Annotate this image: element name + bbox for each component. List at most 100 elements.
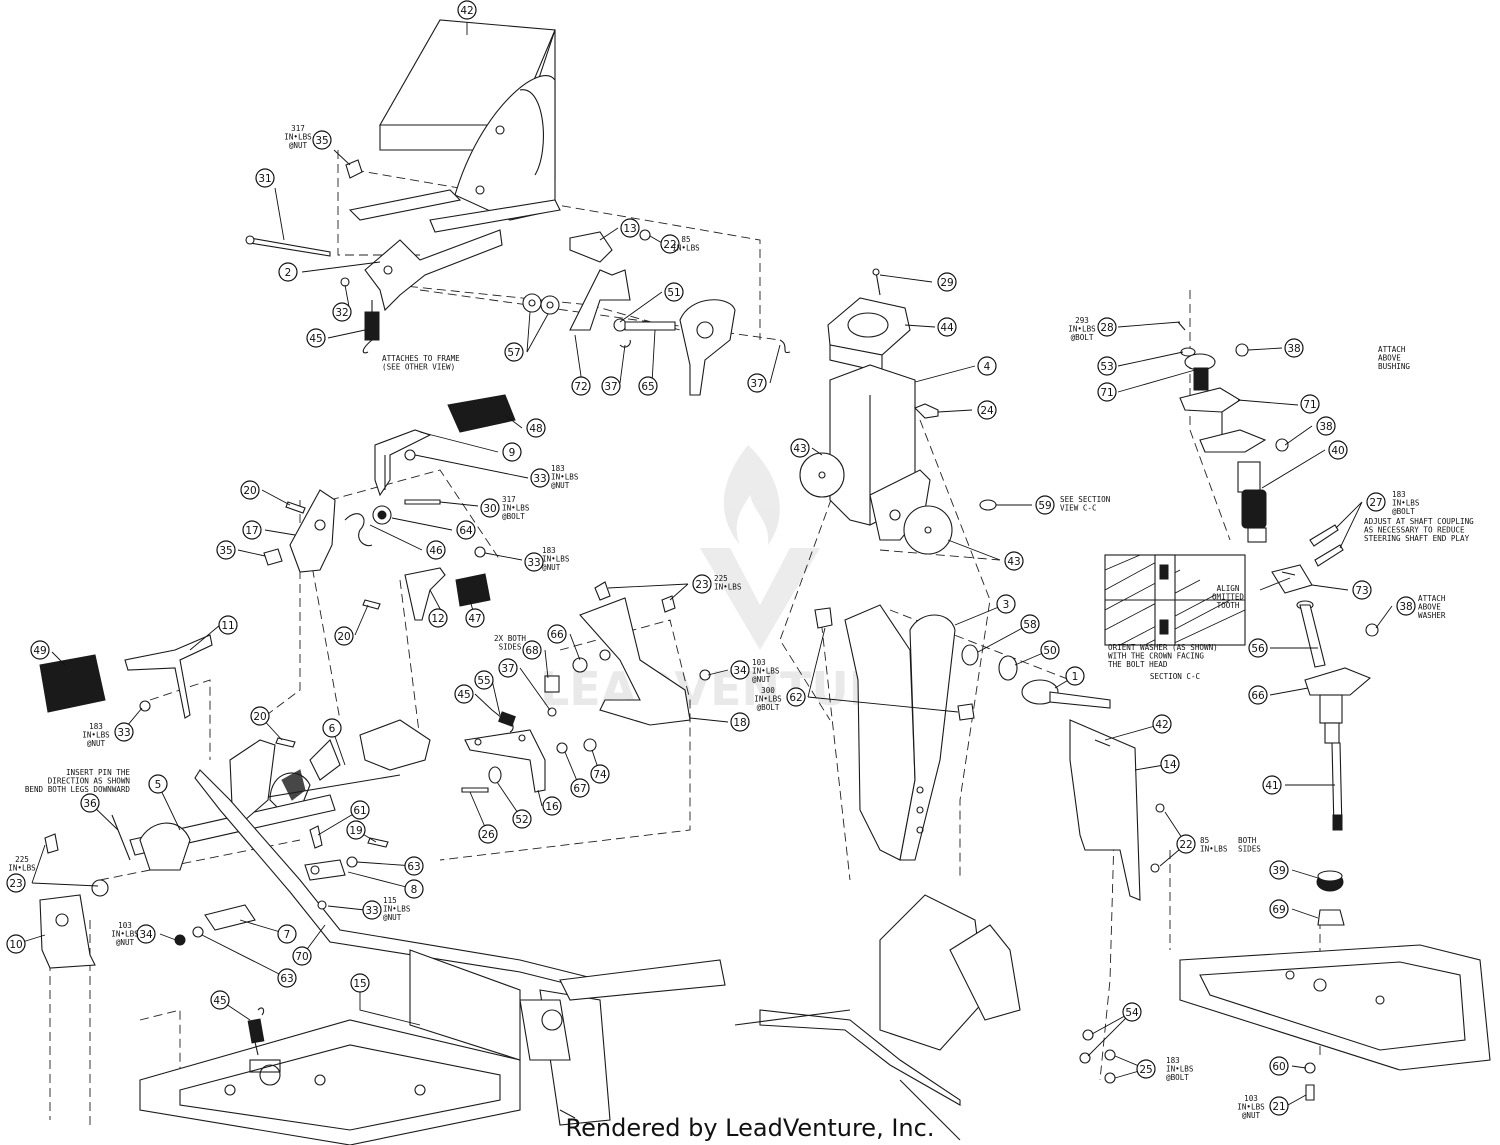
callout-circle bbox=[1300, 394, 1320, 414]
bracket-10 bbox=[39, 894, 96, 969]
callout-20c: 20 bbox=[250, 706, 270, 726]
note-line: 103 bbox=[118, 921, 132, 930]
note-line: 2X BOTH bbox=[494, 634, 526, 643]
callout-57: 57 bbox=[504, 342, 524, 362]
callout-circle bbox=[480, 498, 500, 518]
callout-circle bbox=[502, 442, 522, 462]
watermark: LEADVENTURE bbox=[540, 445, 916, 716]
callout-circle bbox=[571, 376, 591, 396]
bolt-30 bbox=[404, 499, 441, 505]
nut-33d bbox=[317, 900, 327, 910]
callout-circle bbox=[250, 706, 270, 726]
column-bushing-44 bbox=[827, 297, 911, 373]
note-line: ATTACH bbox=[1378, 345, 1406, 354]
callout-label: 36 bbox=[83, 798, 97, 810]
nut-35a bbox=[345, 159, 363, 179]
callout-70: 70 bbox=[292, 946, 312, 966]
callout-label: 15 bbox=[353, 978, 366, 990]
note-line: 183 bbox=[1392, 490, 1406, 499]
callout-circle bbox=[474, 670, 494, 690]
bolt-21 bbox=[1305, 1084, 1315, 1101]
callout-label: 37 bbox=[501, 663, 514, 675]
callout-circle bbox=[1097, 356, 1117, 376]
shaft-56 bbox=[1296, 600, 1326, 668]
callout-label: 66 bbox=[1251, 690, 1265, 702]
link-8 bbox=[304, 859, 346, 881]
note-line: IN•LBS bbox=[8, 863, 36, 872]
bolt-20b bbox=[362, 599, 381, 610]
callout-11: 11 bbox=[218, 615, 238, 635]
callout-66b: 66 bbox=[1248, 685, 1268, 705]
callout-circle bbox=[542, 796, 562, 816]
callout-label: 31 bbox=[258, 173, 271, 185]
note-line: WITH THE CROWN FACING bbox=[1108, 651, 1204, 660]
callout-label: 38 bbox=[1399, 601, 1412, 613]
callout-circle bbox=[1269, 899, 1289, 919]
callout-39: 39 bbox=[1269, 860, 1289, 880]
callout-label: 60 bbox=[1272, 1061, 1285, 1073]
note-line: @NUT bbox=[752, 675, 771, 684]
callout-circle bbox=[1328, 440, 1348, 460]
callout-label: 38 bbox=[1319, 421, 1332, 433]
callout-circle bbox=[512, 809, 532, 829]
note-line: OMITTED bbox=[1212, 592, 1244, 601]
note-line: @BOLT bbox=[757, 703, 780, 712]
callout-label: 11 bbox=[221, 620, 234, 632]
washer-74 bbox=[583, 738, 597, 752]
callout-9: 9 bbox=[502, 442, 522, 462]
callout-60: 60 bbox=[1269, 1056, 1289, 1076]
callout-31: 31 bbox=[255, 168, 275, 188]
callout-label: 55 bbox=[477, 675, 490, 687]
link-7 bbox=[204, 904, 256, 931]
callout-label: 22 bbox=[663, 239, 676, 251]
nut-63a bbox=[346, 856, 358, 868]
callout-37b: 37 bbox=[747, 373, 767, 393]
callout-34a: 34 bbox=[730, 660, 750, 680]
callout-circle bbox=[1136, 1059, 1156, 1079]
callout-circle bbox=[786, 687, 806, 707]
adjuster-sector-plate bbox=[679, 299, 736, 396]
pedal-pad-47 bbox=[455, 573, 491, 607]
note-line: ATTACH bbox=[1418, 594, 1446, 603]
callout-label: 7 bbox=[284, 929, 291, 941]
note-line: ABOVE bbox=[1418, 602, 1441, 611]
callout-74: 74 bbox=[590, 764, 610, 784]
pedal-pad-49 bbox=[39, 654, 106, 713]
callout-27: 27 bbox=[1366, 492, 1386, 512]
callout-label: 12 bbox=[431, 613, 444, 625]
callout-50: 50 bbox=[1040, 640, 1060, 660]
callout-circle bbox=[465, 608, 485, 628]
pin-36 bbox=[111, 814, 131, 861]
note-line: 85 bbox=[681, 235, 690, 244]
callout-circle bbox=[692, 574, 712, 594]
note-line: IN•LBS bbox=[672, 243, 700, 252]
note-line: 300 bbox=[761, 686, 775, 695]
callout-label: 44 bbox=[940, 322, 954, 334]
note-line: IN•LBS bbox=[502, 503, 530, 512]
seat-adjuster-assembly bbox=[245, 229, 791, 396]
bolt-23a2 bbox=[661, 595, 676, 613]
callout-circle bbox=[278, 262, 298, 282]
callout-circle bbox=[747, 373, 767, 393]
callout-label: 71 bbox=[1303, 399, 1316, 411]
callout-label: 62 bbox=[789, 692, 802, 704]
callout-label: 49 bbox=[33, 645, 46, 657]
callout-circle bbox=[1004, 551, 1024, 571]
right-frame bbox=[1179, 944, 1491, 1071]
callout-circle bbox=[1122, 1002, 1142, 1022]
callout-21: 21 bbox=[1269, 1096, 1289, 1116]
note-line: IN•LBS bbox=[754, 694, 782, 703]
callout-circle bbox=[1269, 860, 1289, 880]
note-line: IN•LBS bbox=[1166, 1064, 1194, 1073]
callout-label: 33 bbox=[117, 727, 130, 739]
callout-label: 45 bbox=[213, 995, 226, 1007]
